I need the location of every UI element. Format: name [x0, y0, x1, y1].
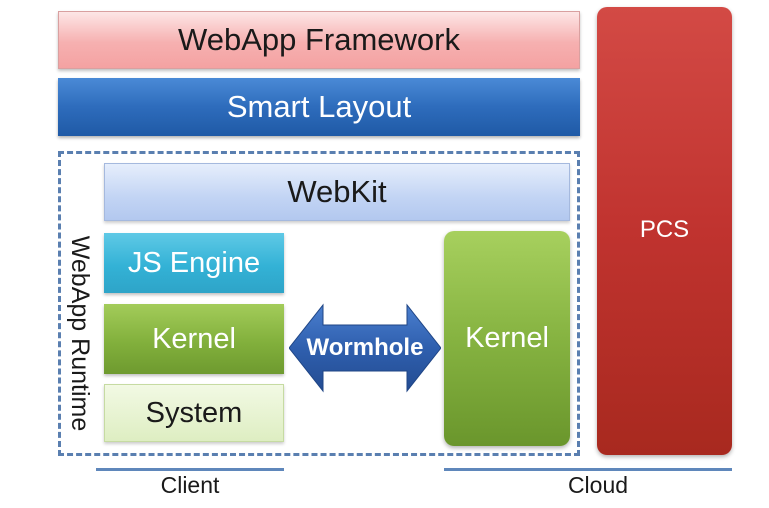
webapp-runtime-label: WebApp Runtime [66, 235, 95, 431]
pcs-block: PCS [597, 7, 732, 455]
client-caption: Client [160, 472, 220, 498]
webapp-framework-label: WebApp Framework [178, 22, 460, 57]
client-kernel-block: Kernel [104, 304, 284, 374]
wormhole-label: Wormhole [306, 334, 424, 361]
webapp-framework-layer: WebApp Framework [58, 11, 580, 69]
system-label: System [145, 396, 243, 429]
webkit-label: WebKit [287, 174, 387, 209]
cloud-underline [444, 468, 732, 471]
pcs-label: PCS [639, 216, 690, 243]
smart-layout-layer: Smart Layout [58, 78, 580, 136]
double-arrow-icon [289, 303, 441, 393]
smart-layout-label: Smart Layout [226, 89, 412, 124]
webapp-runtime-frame [58, 151, 580, 456]
cloud-kernel-label: Kernel [465, 322, 549, 354]
webapp-runtime-label-container: WebApp Runtime [64, 233, 96, 433]
webkit-layer: WebKit [104, 163, 570, 221]
js-engine-block: JS Engine [104, 233, 284, 293]
js-engine-label: JS Engine [127, 246, 261, 279]
wormhole-arrow: Wormhole [289, 303, 441, 393]
client-kernel-label: Kernel [152, 322, 236, 355]
cloud-kernel-block: Kernel [444, 231, 570, 446]
cloud-caption: Cloud [567, 472, 629, 498]
system-block: System [104, 384, 284, 442]
client-underline [96, 468, 284, 471]
